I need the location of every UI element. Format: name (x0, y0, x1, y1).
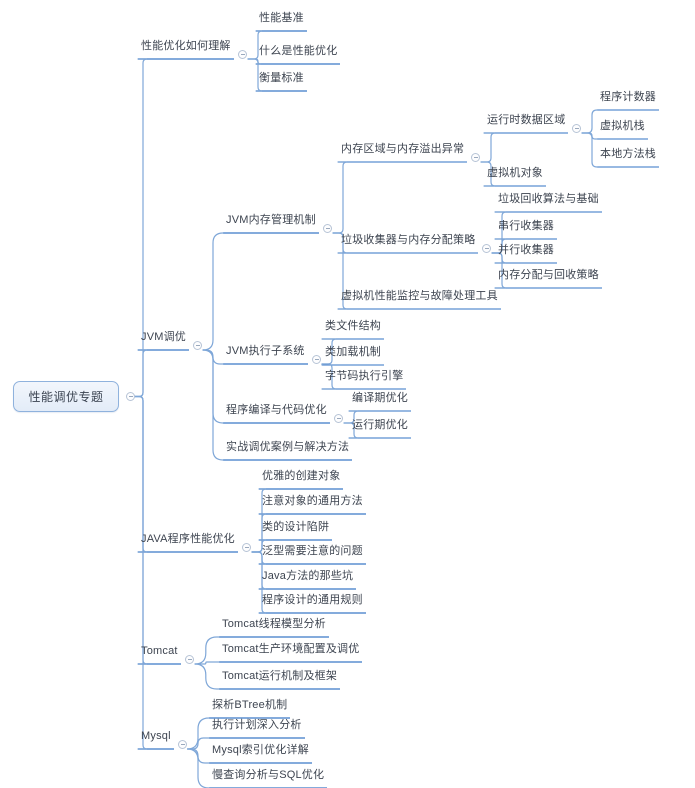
child-node[interactable]: Tomcat线程模型分析 (222, 618, 326, 630)
child-node[interactable]: 串行收集器 (498, 220, 554, 232)
branch-node[interactable]: 性能优化如何理解 (141, 40, 231, 52)
branch-node[interactable]: JAVA程序性能优化 (141, 533, 235, 545)
collapse-toggle-icon[interactable] (323, 224, 332, 233)
child-node[interactable]: 类加载机制 (325, 346, 381, 358)
collapse-toggle-icon[interactable] (178, 740, 187, 749)
collapse-toggle-icon[interactable] (193, 341, 202, 350)
collapse-toggle-icon[interactable] (334, 414, 343, 423)
collapse-toggle-icon[interactable] (471, 153, 480, 162)
child-node[interactable]: 程序计数器 (600, 91, 656, 103)
child-node[interactable]: JVM内存管理机制 (226, 214, 316, 226)
child-node[interactable]: 运行时数据区域 (487, 114, 566, 126)
collapse-toggle-icon[interactable] (312, 355, 321, 364)
branch-node[interactable]: Mysql (141, 730, 171, 742)
child-node[interactable]: 虚拟机对象 (487, 167, 543, 179)
child-node[interactable]: 衡量标准 (259, 72, 304, 84)
branch-node[interactable]: Tomcat (141, 645, 178, 657)
child-node[interactable]: 垃圾回收算法与基础 (498, 193, 599, 205)
root-node-label: 性能调优专题 (28, 390, 104, 404)
child-node[interactable]: Java方法的那些坑 (262, 570, 354, 582)
child-node[interactable]: 内存区域与内存溢出异常 (341, 143, 465, 155)
child-node[interactable]: 什么是性能优化 (259, 45, 338, 57)
child-node[interactable]: 虚拟机栈 (600, 120, 645, 132)
child-node[interactable]: 本地方法栈 (600, 148, 656, 160)
child-node[interactable]: 程序编译与代码优化 (226, 404, 327, 416)
child-node[interactable]: 注意对象的通用方法 (262, 495, 363, 507)
child-node[interactable]: JVM执行子系统 (226, 345, 305, 357)
child-node[interactable]: 实战调优案例与解决方法 (226, 441, 350, 453)
child-node[interactable]: 泛型需要注意的问题 (262, 545, 363, 557)
child-node[interactable]: 虚拟机性能监控与故障处理工具 (341, 290, 498, 302)
collapse-toggle-icon[interactable] (185, 655, 194, 664)
collapse-toggle-icon[interactable] (238, 50, 247, 59)
collapse-toggle-icon[interactable] (482, 244, 491, 253)
child-node[interactable]: 运行期优化 (352, 419, 408, 431)
child-node[interactable]: 探析BTree机制 (212, 699, 288, 711)
child-node[interactable]: 编译期优化 (352, 392, 408, 404)
branch-node[interactable]: JVM调优 (141, 331, 186, 343)
child-node[interactable]: 执行计划深入分析 (212, 719, 302, 731)
child-node[interactable]: Tomcat生产环境配置及调优 (222, 643, 360, 655)
child-node[interactable]: 类的设计陷阱 (262, 521, 330, 533)
child-node[interactable]: 程序设计的通用规则 (262, 594, 363, 606)
child-node[interactable]: Tomcat运行机制及框架 (222, 670, 338, 682)
child-node[interactable]: 内存分配与回收策略 (498, 269, 599, 281)
child-node[interactable]: 慢查询分析与SQL优化 (212, 769, 325, 781)
collapse-toggle-icon[interactable] (572, 124, 581, 133)
child-node[interactable]: 并行收集器 (498, 244, 554, 256)
child-node[interactable]: 类文件结构 (325, 320, 381, 332)
collapse-toggle-icon[interactable] (126, 392, 135, 401)
child-node[interactable]: 优雅的创建对象 (262, 470, 341, 482)
root-node[interactable]: 性能调优专题 (13, 381, 119, 412)
child-node[interactable]: 字节码执行引擎 (325, 370, 404, 382)
child-node[interactable]: 垃圾收集器与内存分配策略 (341, 234, 476, 246)
child-node[interactable]: Mysql索引优化详解 (212, 744, 309, 756)
collapse-toggle-icon[interactable] (242, 543, 251, 552)
child-node[interactable]: 性能基准 (259, 12, 304, 24)
